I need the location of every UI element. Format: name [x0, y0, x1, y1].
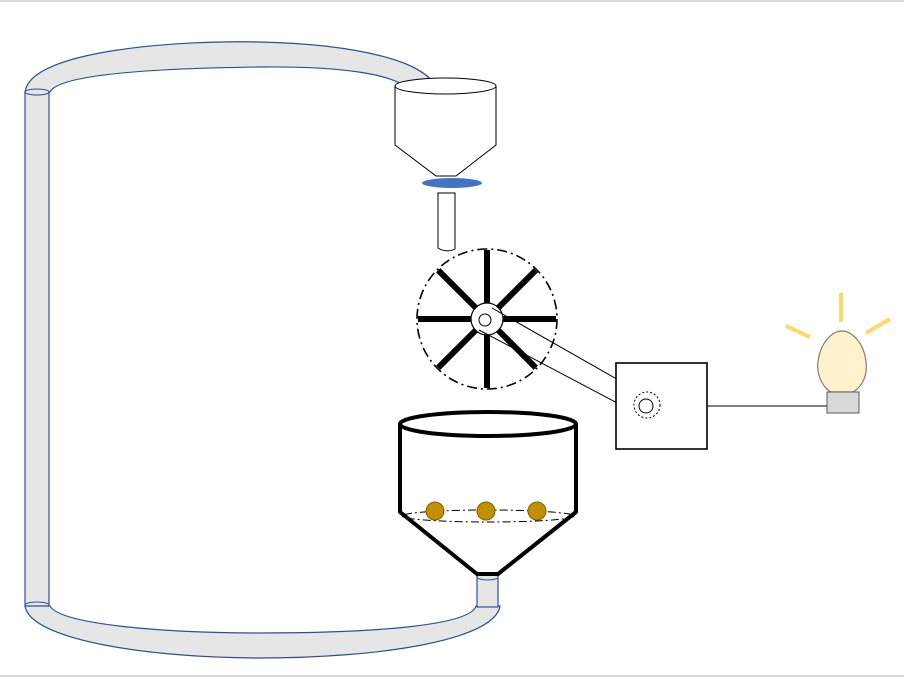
left-pipe-joint-top [24, 88, 50, 96]
bulb-glass [817, 330, 867, 393]
wheel-spoke [436, 268, 478, 310]
funnel-body [394, 85, 497, 177]
wheel-spoke [436, 328, 478, 370]
lower-tank [398, 410, 578, 576]
generator [615, 362, 708, 450]
left-vertical-pipe [24, 91, 50, 607]
bottom-pipe-bend [24, 605, 501, 659]
wheel-spoke [496, 328, 538, 370]
pellet [527, 501, 547, 521]
light-rays [785, 293, 892, 339]
valve-disk [422, 178, 482, 188]
return-pipe [24, 41, 501, 659]
funnel-rim [394, 77, 497, 95]
tank-body [398, 424, 578, 576]
bulb-base [826, 391, 860, 414]
nozzle-pipe [437, 192, 456, 252]
light-bulb [785, 293, 892, 414]
generator-pulley-inner [638, 398, 654, 414]
wheel-axle [478, 313, 492, 327]
generator-box [615, 362, 708, 450]
light-ray-right [864, 317, 892, 335]
pellet [476, 501, 496, 521]
pellets [425, 501, 547, 521]
light-ray-left [785, 324, 811, 339]
tank-rim [398, 410, 578, 438]
tank-outlet-pipe [476, 575, 499, 608]
water-wheel [416, 248, 558, 390]
upper-funnel [394, 77, 497, 252]
pellet [425, 501, 445, 521]
wheel-spoke [496, 268, 538, 310]
top-pipe-bend [24, 41, 438, 93]
belt-lower-line [478, 329, 641, 416]
